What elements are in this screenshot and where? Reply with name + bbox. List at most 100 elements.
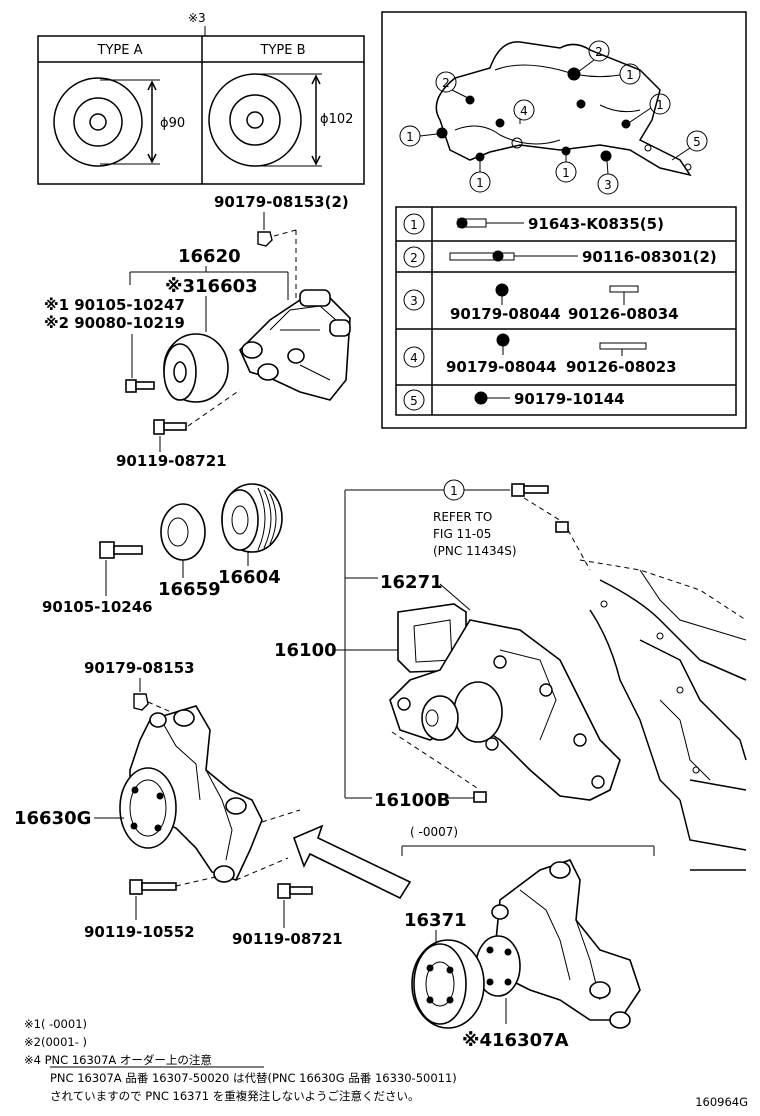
legend-circle-1: 1 [443, 479, 465, 501]
nut-icon [555, 521, 569, 533]
type-b-pulley [208, 73, 322, 167]
idler-group: 90179-08153(2) 16620 ※316603 ※1 90105-10… [44, 193, 351, 470]
bolt-marker-3: 3 [597, 160, 619, 195]
bolt-marker-5: 5 [671, 130, 708, 161]
label-90105-10247: ※1 90105-10247 [44, 296, 185, 314]
footnote-4: ※4 PNC 16307A オーダー上の注意 [24, 1053, 212, 1067]
type-a-label: TYPE A [97, 43, 143, 58]
bolt-icon [511, 483, 549, 497]
engine-block [579, 559, 747, 871]
date-range-label: ( -0007) [410, 825, 458, 839]
label-16659: 16659 [158, 579, 221, 600]
label-90179-08153-2: 90179-08153(2) [214, 193, 349, 211]
pulley-type-table: ※3 TYPE A TYPE B ϕ90 ϕ [37, 11, 365, 185]
label-16307A: ※416307A [462, 1030, 569, 1051]
label-90179-08153: 90179-08153 [84, 659, 195, 677]
svg-text:1: 1 [656, 98, 664, 112]
svg-text:1: 1 [450, 484, 458, 498]
label-16620: 16620 [178, 246, 241, 267]
bolt-marker-4: 4 [513, 99, 535, 121]
label-16630G: 16630G [14, 808, 91, 829]
legend-part-1: 91643-K0835(5) [528, 215, 664, 233]
bolt-icon [99, 541, 143, 559]
svg-text:2: 2 [410, 251, 418, 265]
legend-part-3a: 90179-08044 [450, 305, 561, 323]
label-16603: ※316603 [165, 276, 258, 297]
label-16100B: 16100B [374, 790, 450, 811]
svg-text:1: 1 [626, 68, 634, 82]
refer-line-2: FIG 11-05 [433, 527, 491, 541]
bolt-marker-2-top: 2 [577, 40, 610, 73]
fan-bracket-group: 90179-08153 16630G [14, 659, 343, 948]
svg-text:2: 2 [595, 45, 603, 59]
pulley-parts: 90105-10246 16659 16604 [42, 483, 283, 616]
label-90119-10552: 90119-10552 [84, 923, 195, 941]
legend-row-4: 4 90179-08044 90126-08023 [403, 333, 677, 376]
legend-row-5: 5 90179-10144 [403, 389, 625, 411]
bolt-icon [125, 379, 155, 393]
footnote-line-2: されていますので PNC 16371 を重複発注しないようご注意ください。 [50, 1089, 420, 1103]
svg-text:1: 1 [406, 130, 414, 144]
legend-row-1: 1 91643-K0835(5) [403, 213, 664, 235]
type-a-pulley [53, 77, 160, 167]
legend-part-3b: 90126-08034 [568, 305, 679, 323]
nut-icon [257, 231, 273, 247]
svg-text:1: 1 [562, 166, 570, 180]
label-90119-08721-top: 90119-08721 [116, 452, 227, 470]
legend-row-2: 2 90116-08301(2) [403, 246, 717, 268]
legend-part-2: 90116-08301(2) [582, 248, 717, 266]
bolt-marker-1-b: 1 [629, 93, 671, 123]
water-pump-body [389, 619, 621, 801]
type-a-diameter: ϕ90 [160, 116, 185, 131]
fan-hub [475, 935, 521, 997]
bolt-icon [153, 419, 187, 435]
direction-arrow-icon [292, 824, 412, 900]
refer-line-3: (PNC 11434S) [433, 544, 517, 558]
refer-line-1: REFER TO [433, 510, 492, 524]
svg-text:4: 4 [410, 351, 418, 365]
nut-icon [473, 791, 487, 803]
type-table-note: ※3 [188, 11, 206, 25]
label-90119-08721-bot: 90119-08721 [232, 930, 343, 948]
fan-pulley-16371 [411, 939, 485, 1029]
legend-part-4b: 90126-08023 [566, 358, 677, 376]
bolt-location-panel: 2 2 1 1 1 4 1 [381, 11, 747, 429]
label-16271: 16271 [380, 572, 443, 593]
svg-text:2: 2 [442, 76, 450, 90]
svg-text:1: 1 [410, 218, 418, 232]
svg-text:3: 3 [410, 294, 418, 308]
svg-text:5: 5 [693, 135, 701, 149]
bolt-marker-1-c: 1 [399, 125, 438, 147]
label-90105-10246: 90105-10246 [42, 598, 153, 616]
fan-bracket-assy [491, 859, 641, 1029]
drive-pulley [221, 483, 283, 553]
fan-pulley [119, 767, 177, 849]
svg-text:4: 4 [520, 104, 528, 118]
label-90080-10219: ※2 90080-10219 [44, 314, 185, 332]
footnote-2: ※2(0001- ) [24, 1035, 87, 1049]
fan-bracket-assy-group: ( -0007) 163 [401, 825, 655, 1051]
legend-part-5: 90179-10144 [514, 390, 625, 408]
pulley-washer [160, 503, 206, 561]
figure-id: 160964G [695, 1095, 748, 1109]
type-b-label: TYPE B [260, 43, 306, 58]
svg-text:5: 5 [410, 394, 418, 408]
footnote-line-1: PNC 16307A 品番 16307-50020 は代替(PNC 16630G… [50, 1071, 457, 1085]
svg-text:3: 3 [604, 178, 612, 192]
bolt-marker-1-e: 1 [555, 155, 577, 183]
bolt-marker-1-d: 1 [469, 161, 491, 193]
water-pump-group: 1 REFER TO FIG 11-05 (PNC 11434S) 16271 … [274, 479, 621, 811]
idler-pulley [163, 333, 229, 403]
bolt-marker-1-a: 1 [619, 63, 641, 85]
bolt-icon [277, 883, 313, 899]
label-16100: 16100 [274, 640, 337, 661]
bolt-marker-2-left: 2 [435, 71, 469, 99]
label-16371: 16371 [404, 910, 467, 931]
legend-part-4a: 90179-08044 [446, 358, 557, 376]
footnotes: ※1( -0001) ※2(0001- ) ※4 PNC 16307A オーダー… [24, 1017, 748, 1109]
nut-icon [133, 693, 149, 711]
bolt-legend-table: 1 91643-K0835(5) 2 90116-08301(2) 3 [395, 206, 737, 416]
footnote-1: ※1( -0001) [24, 1017, 87, 1031]
legend-row-3: 3 90179-08044 90126-08034 [403, 283, 679, 323]
